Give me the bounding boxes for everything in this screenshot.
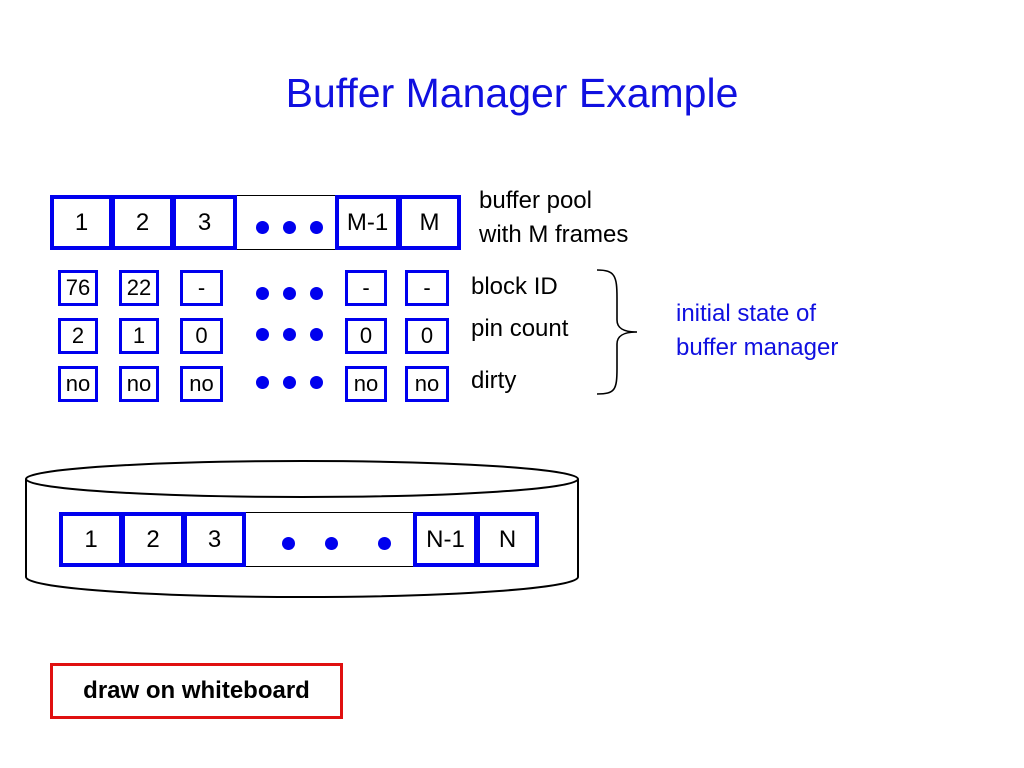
- buffer-frame: 2: [111, 195, 174, 250]
- disk-block: N-1: [413, 512, 478, 567]
- pin-count-cell: 2: [58, 318, 98, 354]
- buffer-frame: 1: [50, 195, 113, 250]
- ellipsis-dot: [310, 328, 323, 341]
- ellipsis-dot: [282, 537, 295, 550]
- ellipsis-dot: [310, 287, 323, 300]
- pin-count-label: pin count: [471, 315, 569, 342]
- buffer-frame: M: [398, 195, 461, 250]
- ellipsis-dot: [256, 376, 269, 389]
- pin-count-cell: 0: [180, 318, 223, 354]
- block-id-cell: -: [180, 270, 223, 306]
- curly-brace: [596, 269, 638, 395]
- ellipsis-dot: [283, 221, 296, 234]
- whiteboard-note: draw on whiteboard: [50, 663, 343, 719]
- dirty-cell: no: [119, 366, 159, 402]
- ellipsis-dot: [256, 221, 269, 234]
- pin-count-cell: 1: [119, 318, 159, 354]
- block-id-label: block ID: [471, 273, 558, 300]
- dirty-cell: no: [345, 366, 387, 402]
- block-id-cell: 22: [119, 270, 159, 306]
- ellipsis-dot: [283, 376, 296, 389]
- ellipsis-dot: [325, 537, 338, 550]
- buffer-frame: 3: [172, 195, 237, 250]
- buffer-pool-label-line1: buffer pool: [479, 187, 592, 214]
- block-id-cell: 76: [58, 270, 98, 306]
- ellipsis-dot: [283, 287, 296, 300]
- slide-title: Buffer Manager Example: [285, 70, 739, 116]
- brace-note-line1: initial state of: [676, 300, 817, 327]
- disk-block: 2: [121, 512, 185, 567]
- pin-count-cell: 0: [405, 318, 449, 354]
- dirty-cell: no: [58, 366, 98, 402]
- block-id-cell: -: [345, 270, 387, 306]
- pin-count-cell: 0: [345, 318, 387, 354]
- dirty-cell: no: [405, 366, 449, 402]
- dirty-cell: no: [180, 366, 223, 402]
- disk-block: 1: [59, 512, 123, 567]
- block-id-cell: -: [405, 270, 449, 306]
- ellipsis-dot: [256, 328, 269, 341]
- ellipsis-dot: [310, 376, 323, 389]
- dirty-label: dirty: [471, 367, 517, 394]
- ellipsis-dot: [283, 328, 296, 341]
- ellipsis-dot: [256, 287, 269, 300]
- disk-block: N: [476, 512, 539, 567]
- ellipsis-dot: [310, 221, 323, 234]
- brace-note-line2: buffer manager: [676, 334, 839, 361]
- ellipsis-dot: [378, 537, 391, 550]
- buffer-pool-label-line2: with M frames: [479, 221, 629, 248]
- disk-cylinder: [25, 460, 579, 598]
- buffer-frame: M-1: [335, 195, 400, 250]
- disk-block: 3: [183, 512, 246, 567]
